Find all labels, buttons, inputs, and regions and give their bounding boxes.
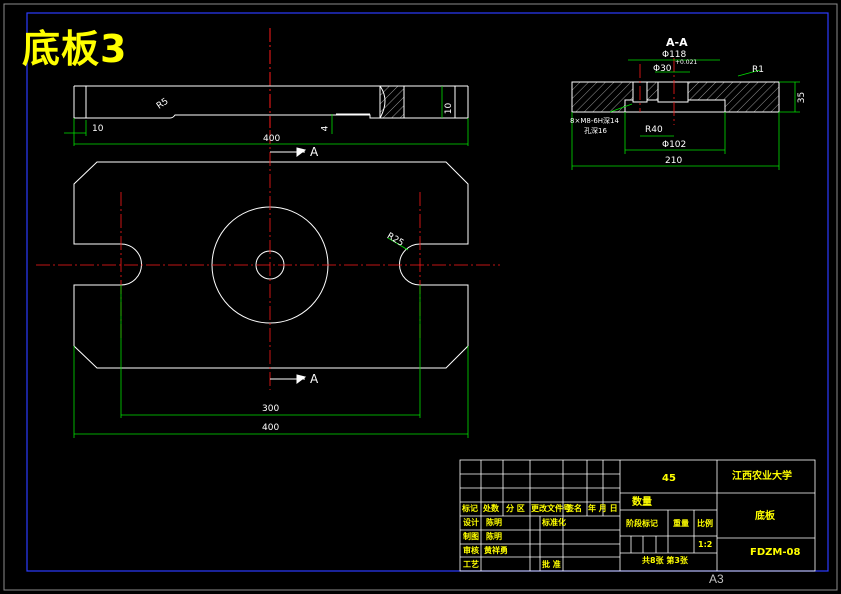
drawing-frame — [26, 12, 829, 572]
tb-header-1: 处数 — [483, 504, 499, 513]
tb-standard-label: 标准化 — [542, 518, 566, 527]
tb-review-label: 审核 — [463, 546, 479, 555]
tb-stage-label: 阶段标记 — [626, 519, 658, 528]
section-dimensions — [571, 59, 800, 170]
section-title: A-A — [666, 36, 688, 49]
hole-note-1: 8×M8-6H深14 — [570, 117, 619, 125]
hole-note-2: 孔深16 — [584, 127, 607, 135]
side-dim-10-left: 10 — [92, 124, 104, 134]
outer-border — [3, 3, 838, 591]
section-marker-top: A — [310, 145, 319, 159]
tb-header-2: 分 区 — [506, 504, 525, 513]
tb-header-0: 标记 — [462, 504, 478, 513]
section-cut-markers — [270, 147, 307, 384]
tb-ratio-label: 比例 — [697, 519, 713, 528]
tb-header-5: 年 月 日 — [588, 504, 618, 513]
section-dim-210: 210 — [665, 156, 683, 166]
title-block-grid — [459, 459, 816, 572]
tb-draw-label: 制图 — [463, 532, 479, 541]
tb-drawing-no: FDZM-08 — [750, 547, 801, 558]
side-dim-400: 400 — [263, 134, 281, 144]
side-dim-10-right: 10 — [444, 102, 455, 115]
tb-header-3: 更改文件号 — [531, 504, 571, 513]
tb-design-label: 设计 — [463, 518, 479, 527]
tb-process-label: 工艺 — [463, 560, 479, 569]
top-view-dimensions — [73, 237, 469, 438]
side-view-dimensions — [64, 86, 469, 146]
tb-weight-label: 重量 — [673, 519, 689, 528]
top-dim-400: 400 — [262, 423, 280, 433]
sheet-size-label: A3 — [709, 572, 724, 586]
section-dim-phi30: Φ30 — [653, 64, 672, 74]
tb-material: 45 — [662, 473, 676, 484]
section-tolerance: +0.021 — [675, 59, 698, 66]
tb-reviewer: 黄祥勇 — [484, 546, 508, 555]
section-view — [571, 81, 780, 113]
section-centerline — [639, 58, 675, 125]
section-dim-phi102: Φ102 — [662, 140, 687, 150]
drawing-title: 底板3 — [22, 27, 128, 71]
tb-scale: 1:2 — [698, 540, 713, 549]
tb-part-name: 底板 — [755, 511, 775, 522]
tb-drafter: 陈明 — [486, 532, 502, 541]
tb-approve-label: 批 准 — [542, 560, 561, 569]
tb-header-4: 签名 — [566, 504, 582, 513]
tb-quantity-label: 数量 — [632, 497, 652, 508]
top-dim-300: 300 — [262, 404, 280, 414]
section-dim-phi118: Φ118 — [662, 50, 687, 60]
section-dim-35: 35 — [797, 91, 808, 104]
side-view — [73, 28, 469, 128]
section-dim-r40: R40 — [645, 125, 663, 135]
tb-sheet-info: 共8张 第3张 — [642, 556, 688, 565]
side-dim-4: 4 — [320, 125, 331, 132]
section-marker-bottom: A — [310, 372, 319, 386]
section-radius-label: R1 — [752, 65, 764, 75]
tb-school: 江西农业大学 — [732, 471, 792, 482]
top-view-centerlines — [36, 130, 500, 390]
tb-designer: 陈明 — [486, 518, 502, 527]
